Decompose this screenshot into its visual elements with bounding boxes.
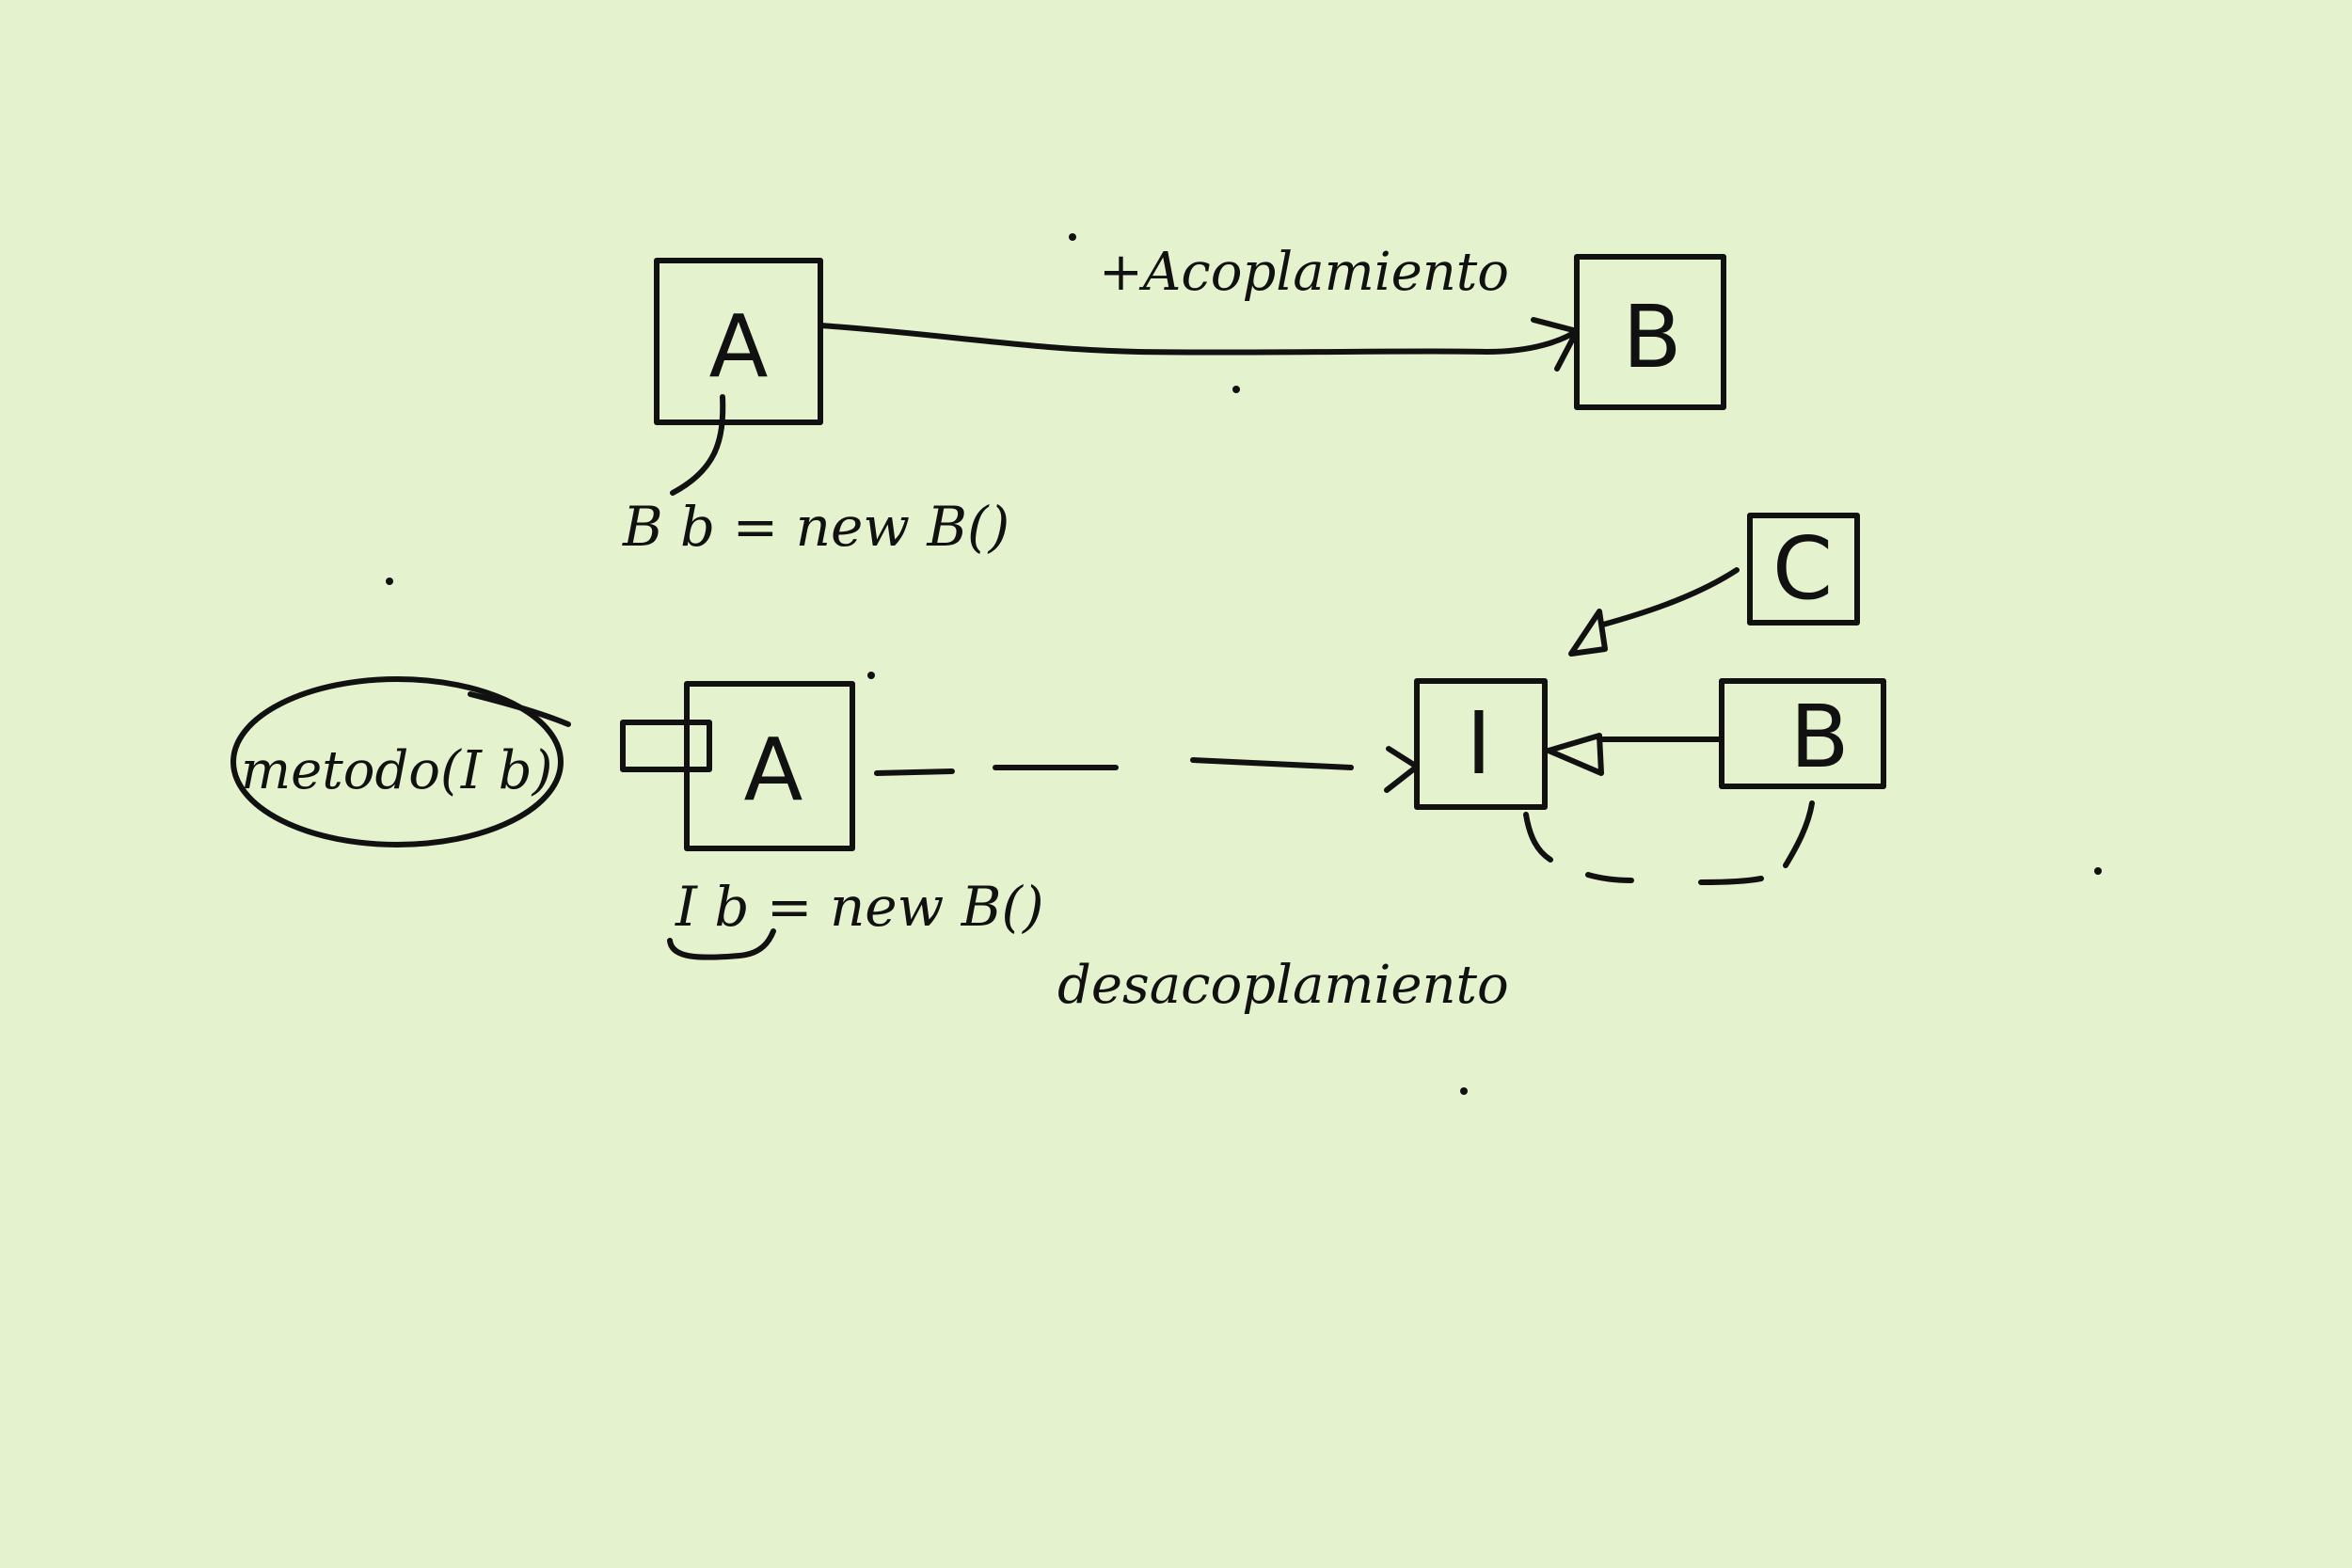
variable-underline [667,928,776,960]
port-rectangle [620,720,712,772]
bottom-relation-label: desacoplamiento [1057,955,1509,1016]
interface-i-box [1414,678,1548,810]
stray-dot [1232,386,1240,393]
bottom-class-b-box [1719,678,1886,789]
top-note-connector [670,394,726,496]
stray-dot [1069,233,1076,241]
interface-i-label: I [1466,693,1491,794]
method-ellipse [230,676,564,847]
stray-dot [1460,1087,1468,1095]
bottom-class-a: A [684,681,855,851]
method-note: metodo(I b) [241,740,553,801]
curve-dash-4 [1783,800,1815,868]
top-class-b: B [1574,254,1726,410]
bottom-class-a-label: A [744,720,803,820]
top-class-b-label: B [1622,287,1681,388]
bottom-class-b: B [1719,678,1886,789]
top-code-note: B b = new B() [622,495,1009,559]
top-class-a-label: A [709,296,769,397]
stray-dot [2094,867,2102,875]
curve-dash-1 [1523,812,1553,863]
stray-dot [386,578,393,585]
realization-line-c [1600,567,1740,627]
realization-triangle-b [1546,733,1604,776]
class-c-label: C [1772,518,1833,619]
top-class-a-box [654,258,823,425]
bottom-class-a-box [684,681,855,851]
class-c: C [1747,513,1860,626]
realization-triangle-c [1568,609,1608,657]
bottom-class-b-label: B [1789,687,1849,787]
top-arrowhead [1531,317,1580,372]
dependency-dash-3 [1190,757,1354,770]
class-c-box [1747,513,1860,626]
top-relation-label: +Acoplamiento [1099,242,1509,303]
method-ellipse-overstroke [468,691,571,727]
top-class-a: A [654,258,823,425]
bottom-code-note: I b = new B() [675,875,1044,939]
dependency-dash-1 [874,768,955,776]
curve-dash-3 [1698,876,1764,885]
stray-dot [867,672,875,679]
curve-dash-2 [1585,872,1634,883]
top-association-line [818,323,1580,356]
interface-i: I [1414,678,1548,810]
dependency-arrowhead [1384,746,1420,793]
